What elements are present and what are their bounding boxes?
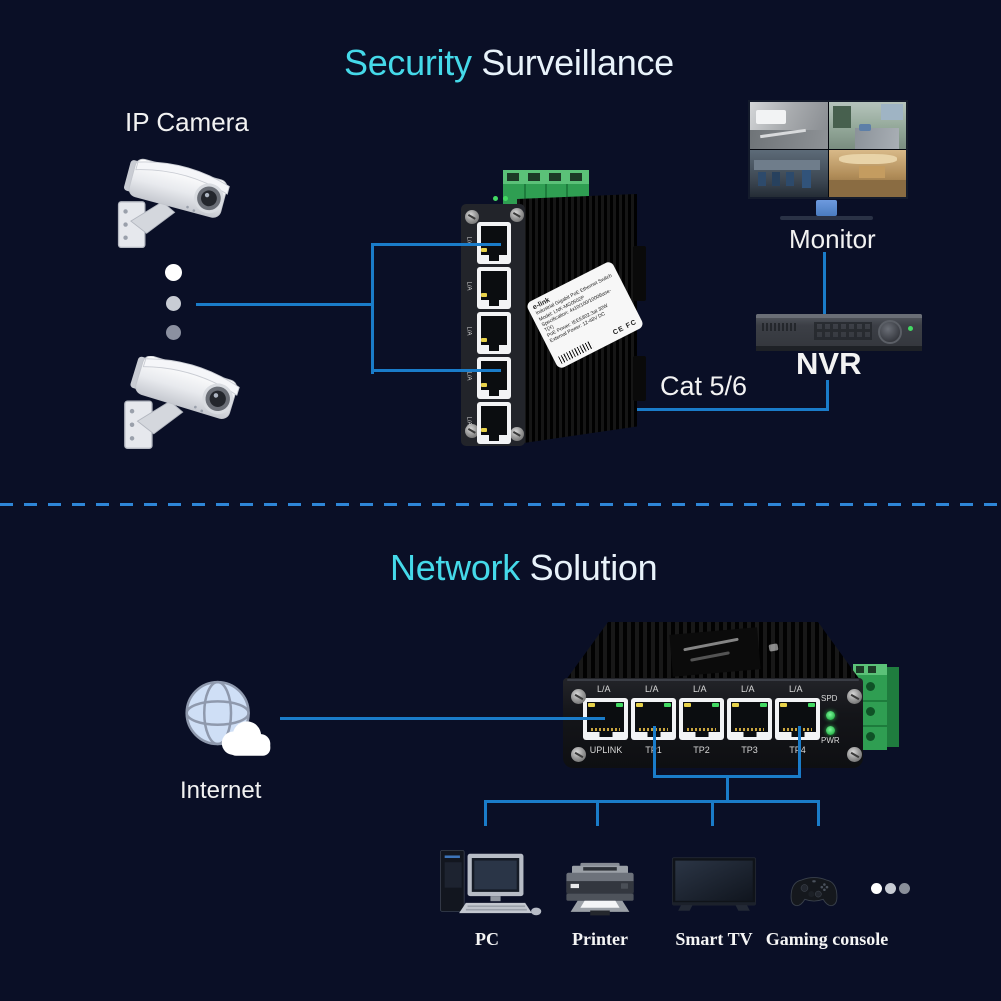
spd-label: SPD [821, 694, 838, 703]
connector-line [823, 252, 826, 314]
port-name-label: UPLINK [589, 745, 623, 755]
network-title-accent: Network [390, 547, 520, 588]
ellipsis-dot-1 [165, 264, 182, 281]
section-divider [0, 503, 1001, 506]
port-status-label: L/A [465, 281, 472, 291]
rj45-port [477, 402, 511, 444]
nvr-knob [878, 320, 902, 344]
connector-line [726, 775, 729, 803]
monitor-base [780, 216, 873, 220]
ellipsis-dot-4 [871, 883, 882, 894]
port-status-label: L/A [465, 416, 472, 426]
rj45-port [477, 357, 511, 399]
pwr-led [826, 726, 835, 735]
connector-line [371, 369, 501, 372]
connector-line [280, 717, 605, 720]
gaming-console-label: Gaming console [765, 929, 889, 949]
port-name-label: TP3 [741, 745, 758, 755]
pc-icon [440, 849, 542, 916]
network-title: Network Solution [390, 547, 658, 589]
cctv-feed-3 [750, 150, 828, 197]
ellipsis-dot-6 [899, 883, 910, 894]
connector-line [817, 800, 820, 826]
connector-line [653, 726, 656, 778]
spd-led [826, 711, 835, 720]
network-title-rest: Solution [519, 547, 658, 588]
printer-label: Printer [572, 929, 628, 949]
port-status-label: L/A [789, 684, 803, 694]
cctv-feed-4 [829, 150, 906, 197]
port-status-label: L/A [465, 371, 472, 381]
connector-line [711, 800, 714, 826]
ip-camera-label: IP Camera [125, 107, 249, 137]
connector-line [520, 408, 829, 411]
printer-icon [566, 862, 634, 916]
pwr-label: PWR [821, 736, 840, 745]
ellipsis-dot-2 [166, 296, 181, 311]
monitor-stand [816, 200, 837, 216]
connector-line [826, 380, 829, 411]
internet-globe-icon [185, 680, 271, 756]
monitor-icon [748, 100, 908, 199]
connector-line [484, 800, 820, 803]
cctv-feed-1 [750, 102, 828, 149]
ellipsis-dot-3 [166, 325, 181, 340]
port-name-label: TP4 [775, 745, 820, 755]
connector-line [484, 800, 487, 826]
port-status-label: L/A [741, 684, 755, 694]
surveillance-title: Security Surveillance [344, 42, 674, 84]
connector-line [798, 726, 801, 778]
ip-camera-icon-1 [117, 158, 230, 249]
port-status-label: L/A [693, 684, 707, 694]
surveillance-title-accent: Security [344, 42, 472, 83]
rj45-port-tp3 [727, 698, 772, 740]
port-status-label: L/A [645, 684, 659, 694]
surveillance-title-rest: Surveillance [471, 42, 674, 83]
connector-line [371, 243, 501, 246]
nvr-label: NVR [796, 346, 862, 381]
internet-label: Internet [180, 777, 262, 804]
smart-tv-label: Smart TV [675, 929, 753, 949]
smart-tv-icon [672, 857, 756, 911]
connector-line [371, 243, 374, 374]
rj45-port-tp2 [679, 698, 724, 740]
ellipsis-dot-5 [885, 883, 896, 894]
port-status-label: L/A [597, 684, 611, 694]
rj45-port [477, 312, 511, 354]
gaming-console-icon [790, 877, 838, 907]
connector-line [596, 800, 599, 826]
port-name-label: TP2 [693, 745, 710, 755]
cctv-feed-2 [829, 102, 906, 149]
pc-label: PC [475, 929, 499, 949]
ethernet-switch-horizontal: L/A L/A L/A L/A L/A UPLINK TP1 TP2 TP3 T… [563, 622, 899, 770]
poe-switch-vertical: e-link Industrial Gigabit PoE Ethernet S… [455, 168, 647, 450]
monitor-label: Monitor [789, 224, 876, 254]
rj45-port-tp4 [775, 698, 820, 740]
ip-camera-icon-2 [124, 356, 240, 449]
nvr-icon [756, 314, 922, 351]
rj45-port [477, 267, 511, 309]
cable-label: Cat 5/6 [660, 371, 748, 401]
port-status-label: L/A [465, 326, 472, 336]
connector-line [196, 303, 374, 306]
